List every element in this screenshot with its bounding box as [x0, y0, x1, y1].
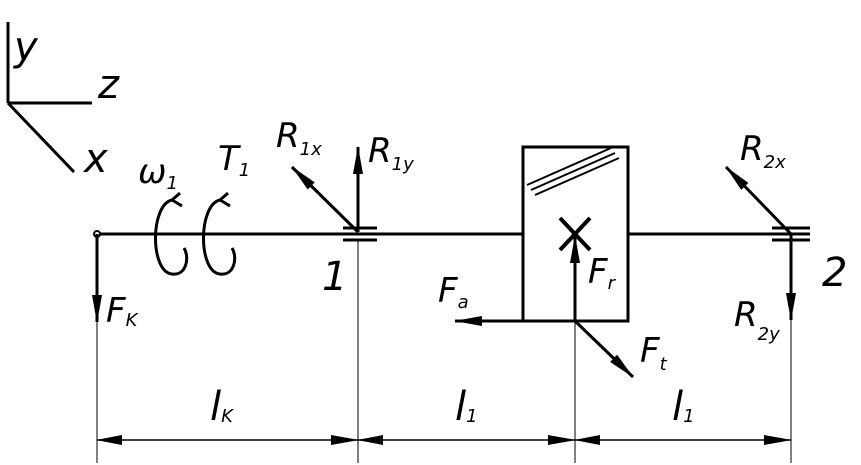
- force-r1y-label: R1y: [368, 131, 414, 175]
- omega-rotation-arc: [154, 198, 189, 276]
- omega-arrow-head: [171, 191, 183, 208]
- support-1-bearing: [343, 226, 377, 242]
- force-r2x-arrow: [724, 165, 793, 236]
- cross-symbol: [558, 216, 592, 252]
- dim-lk-label: lK: [210, 384, 234, 430]
- force-r2x-label: R2x: [740, 129, 786, 173]
- torque-label: T1: [218, 139, 250, 181]
- force-r2y-label: R2y: [734, 295, 780, 345]
- support-2-label: 2: [822, 250, 847, 296]
- dim-l1-right-label: l1: [672, 384, 695, 430]
- force-fr-label: Fr: [588, 252, 617, 294]
- coordinate-axes: [6, 22, 92, 174]
- x-axis-label: x: [82, 136, 108, 182]
- support-1-label: 1: [322, 254, 347, 300]
- x-axis-line: [6, 101, 76, 174]
- force-fk-label: FK: [106, 291, 139, 331]
- z-axis-label: z: [97, 62, 120, 108]
- force-fa-label: Fa: [438, 271, 469, 313]
- rotation-symbols: [154, 191, 237, 276]
- force-r1x-arrow: [290, 165, 360, 234]
- force-r1x-label: R1x: [276, 116, 322, 160]
- gear-hatch: [526, 147, 620, 196]
- y-axis-label: y: [13, 24, 39, 70]
- force-ft-label: Ft: [640, 331, 668, 375]
- torque-arrow-head: [219, 191, 231, 208]
- force-ft-arrow: [573, 319, 635, 379]
- dim-l1-left-label: l1: [455, 384, 478, 430]
- torque-rotation-arc: [202, 198, 237, 276]
- omega-label: ω1: [138, 152, 178, 194]
